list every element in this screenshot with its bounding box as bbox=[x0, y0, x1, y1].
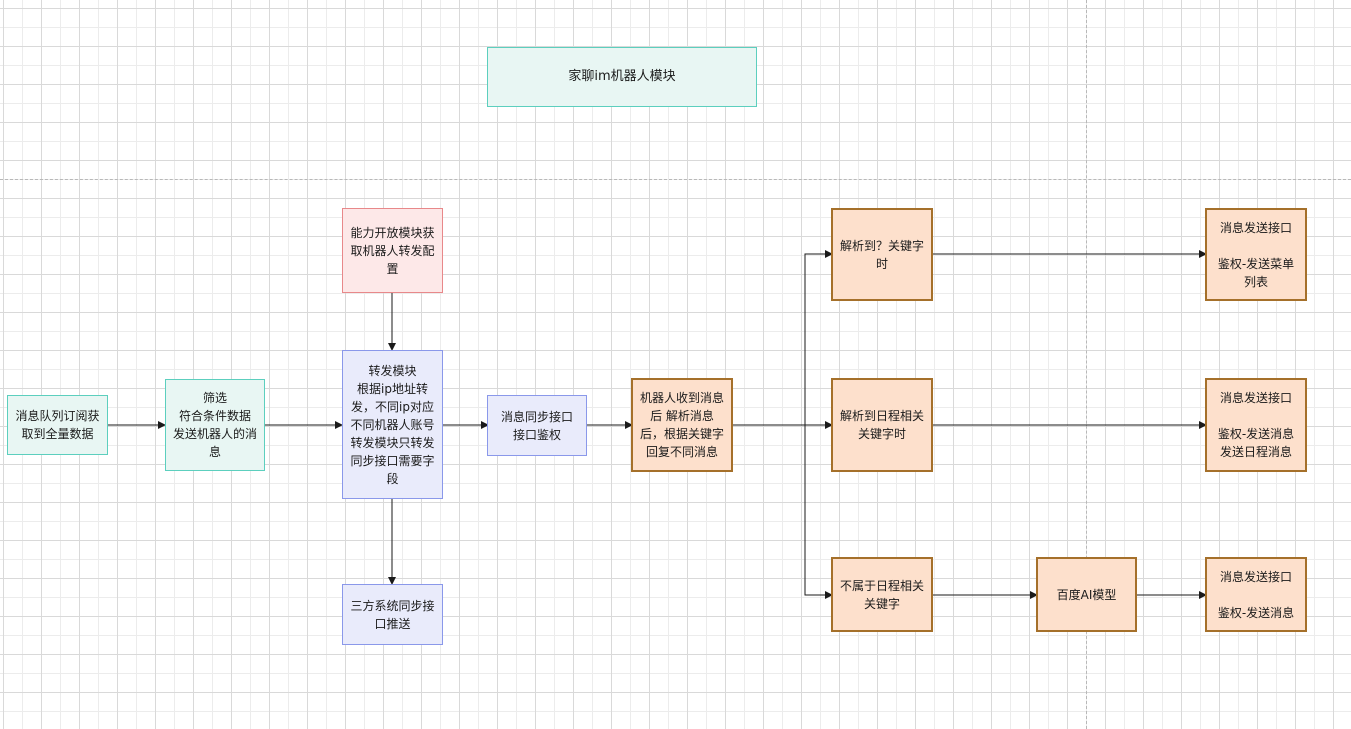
title-node[interactable]: 家聊im机器人模块 bbox=[487, 47, 757, 107]
node-third-party-sync[interactable]: 三方系统同步接 口推送 bbox=[342, 584, 443, 645]
node-label: 消息同步接口 接口鉴权 bbox=[500, 409, 573, 442]
node-label: 百度AI模型 bbox=[1056, 587, 1117, 602]
node-robot-receive[interactable]: 机器人收到消息 后 解析消息 后，根据关键字 回复不同消息 bbox=[631, 378, 733, 472]
node-label: 筛选 符合条件数据 发送机器人的消 息 bbox=[172, 391, 257, 459]
node-capability-open[interactable]: 能力开放模块获 取机器人转发配 置 bbox=[342, 208, 443, 293]
edge-robot-to-kw-question bbox=[804, 250, 833, 425]
node-label: 解析到？关键字 时 bbox=[839, 238, 924, 271]
node-label: 不属于日程相关 关键字 bbox=[839, 578, 924, 611]
node-send-menu[interactable]: 消息发送接口 鉴权-发送菜单 列表 bbox=[1205, 208, 1307, 301]
title-label: 家聊im机器人模块 bbox=[568, 69, 676, 84]
node-filter[interactable]: 筛选 符合条件数据 发送机器人的消 息 bbox=[165, 379, 265, 471]
node-send-message[interactable]: 消息发送接口 鉴权-发送消息 bbox=[1205, 557, 1307, 632]
node-label: 解析到日程相关 关键字时 bbox=[839, 409, 924, 441]
swimlane-divider-horizontal bbox=[0, 179, 1351, 180]
node-keyword-other[interactable]: 不属于日程相关 关键字 bbox=[831, 557, 933, 632]
node-forward-module[interactable]: 转发模块 根据ip地址转 发，不同ip对应 不同机器人账号 转发模块只转发 同步… bbox=[342, 350, 443, 499]
edge-robot-to-kw-other bbox=[804, 425, 833, 599]
node-label: 能力开放模块获 取机器人转发配 置 bbox=[350, 225, 435, 276]
swimlane-divider-vertical bbox=[1086, 0, 1087, 729]
node-label: 转发模块 根据ip地址转 发，不同ip对应 不同机器人账号 转发模块只转发 同步… bbox=[350, 363, 435, 486]
node-sync-auth[interactable]: 消息同步接口 接口鉴权 bbox=[487, 395, 587, 456]
node-keyword-question[interactable]: 解析到？关键字 时 bbox=[831, 208, 933, 301]
node-label: 三方系统同步接 口推送 bbox=[350, 598, 435, 631]
node-label: 消息发送接口 鉴权-发送菜单 列表 bbox=[1217, 220, 1295, 289]
node-baidu-ai[interactable]: 百度AI模型 bbox=[1036, 557, 1137, 632]
node-label: 机器人收到消息 后 解析消息 后，根据关键字 回复不同消息 bbox=[639, 391, 724, 459]
node-keyword-schedule[interactable]: 解析到日程相关 关键字时 bbox=[831, 378, 933, 472]
node-message-queue[interactable]: 消息队列订阅获 取到全量数据 bbox=[7, 395, 108, 455]
node-label: 消息发送接口 鉴权-发送消息 发送日程消息 bbox=[1217, 391, 1295, 459]
node-label: 消息发送接口 鉴权-发送消息 bbox=[1217, 569, 1295, 620]
node-send-schedule[interactable]: 消息发送接口 鉴权-发送消息 发送日程消息 bbox=[1205, 378, 1307, 472]
node-label: 消息队列订阅获 取到全量数据 bbox=[15, 409, 100, 441]
